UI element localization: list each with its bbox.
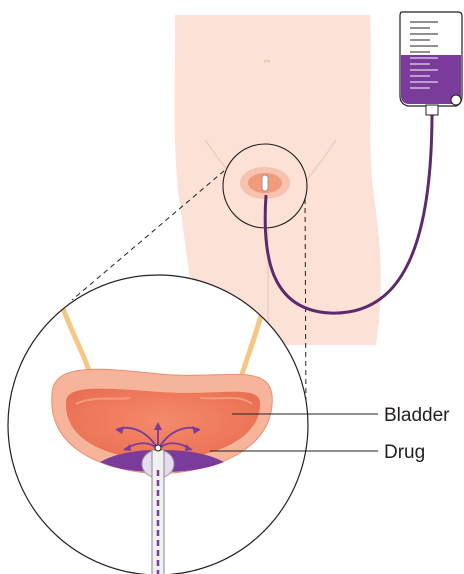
catheter-tip (155, 445, 161, 451)
small-catheter-tip (262, 175, 268, 191)
drug-bag (400, 12, 462, 115)
drug-label: Drug (384, 443, 425, 462)
bladder-label: Bladder (384, 406, 450, 425)
